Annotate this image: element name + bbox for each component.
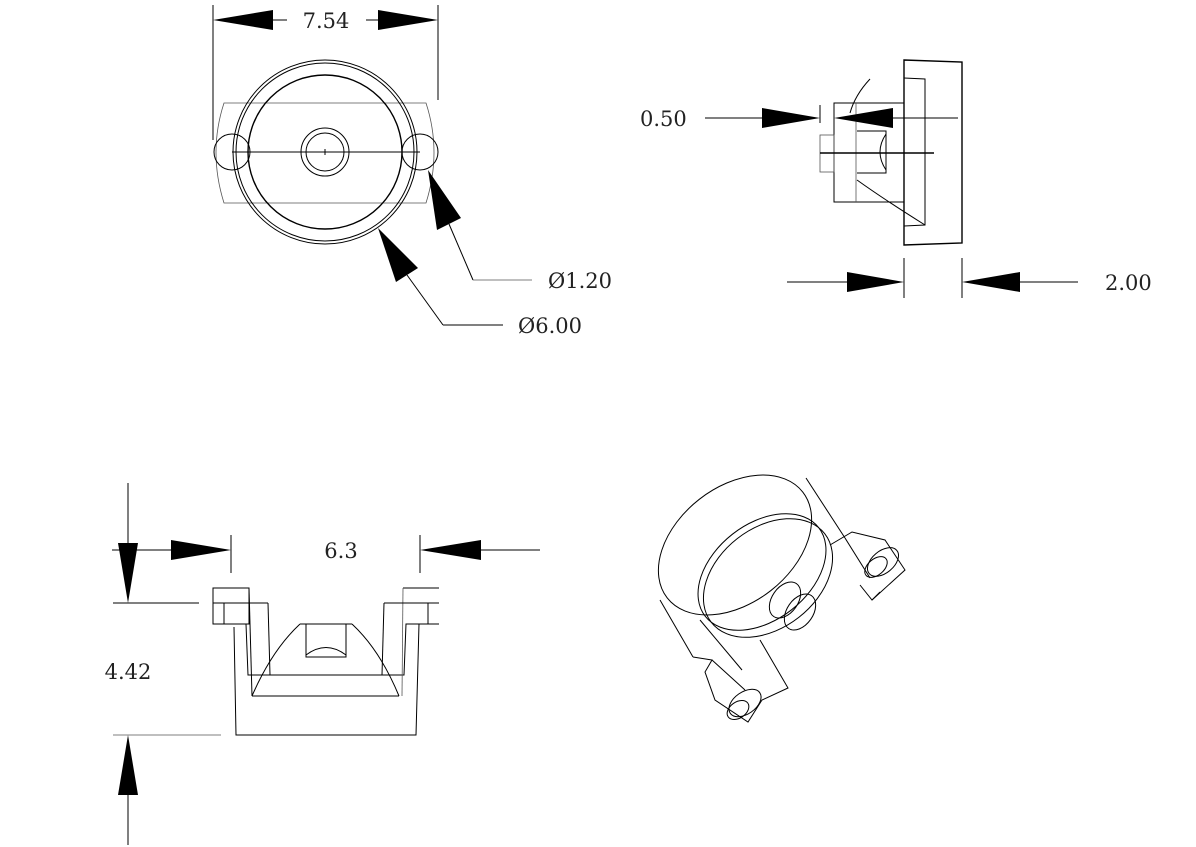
front-view: 7.54 Ø1.20 Ø6.00: [212, 5, 612, 338]
dim-arrow-step-left: [834, 108, 893, 128]
side-view: 0.50 2.00: [640, 59, 1152, 298]
isometric-view: [657, 474, 906, 723]
dim-arrow-span-right: [171, 540, 231, 560]
dim-arrow-left: [213, 10, 273, 30]
dim-arrow-step-right: [762, 108, 820, 128]
width-dimension-label: 7.54: [303, 9, 350, 33]
height-dimension-label: 4.42: [105, 660, 152, 684]
flange-dimension-label: 2.00: [1105, 271, 1152, 295]
leader-arrow-hole: [428, 170, 461, 230]
dim-arrow-flange-left: [962, 272, 1020, 292]
hole-diameter-label: Ø1.20: [548, 269, 612, 293]
leader-arrow-body: [378, 228, 418, 282]
step-dimension-label: 0.50: [640, 107, 687, 131]
dim-arrow-right: [378, 10, 438, 30]
dim-arrow-height-down: [118, 543, 138, 603]
dim-arrow-height-up: [118, 735, 138, 795]
dim-arrow-flange-right: [847, 272, 904, 292]
bottom-view: 6.3 4.42: [105, 483, 540, 845]
body-diameter-label: Ø6.00: [518, 314, 582, 338]
dim-arrow-span-left: [420, 540, 481, 560]
span-dimension-label: 6.3: [324, 539, 357, 563]
